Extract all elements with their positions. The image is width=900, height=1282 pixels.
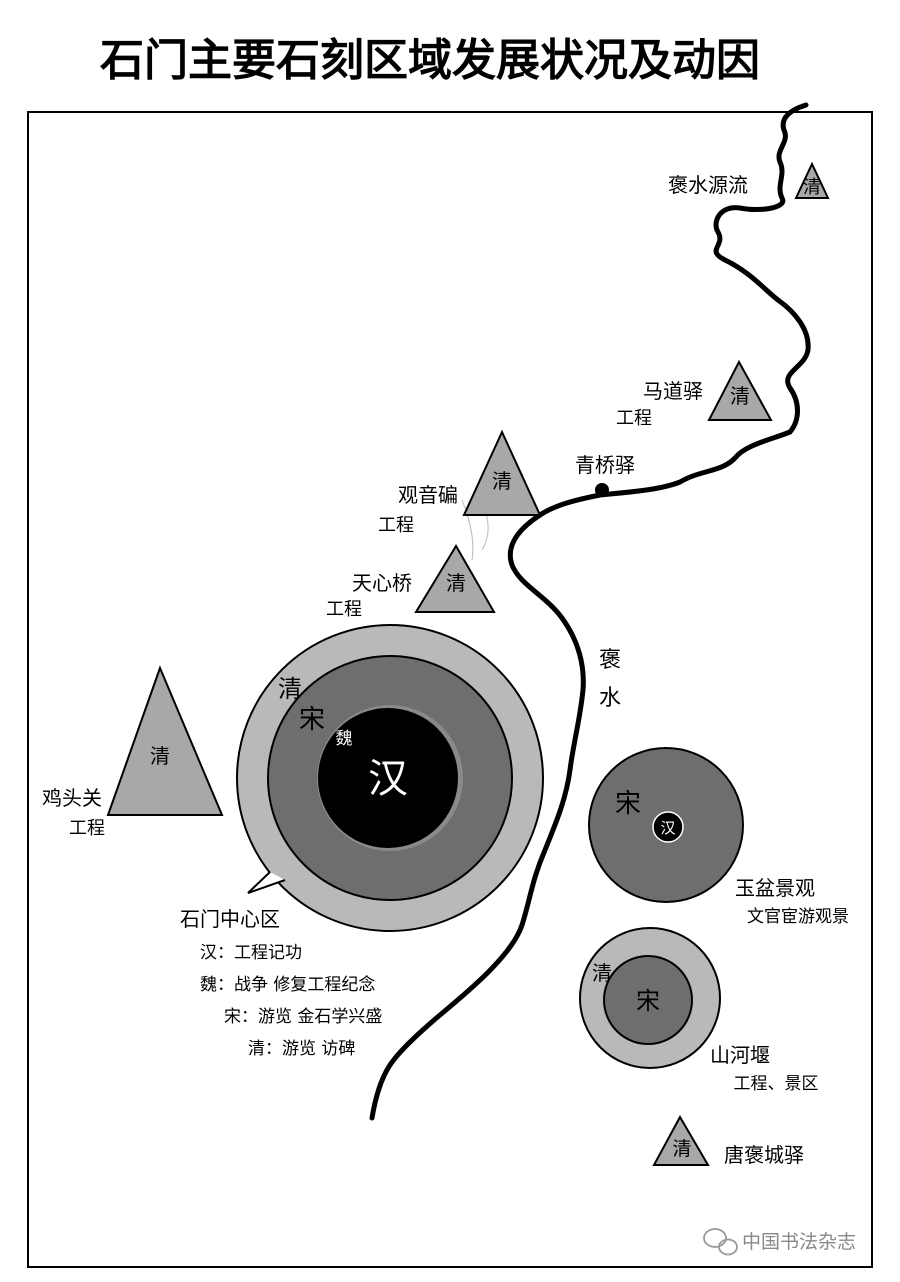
yupen-note: 文官宦游观景 xyxy=(747,907,849,927)
site-madao-era: 清 xyxy=(730,384,750,408)
center-area: 清 宋 魏 汉 xyxy=(236,624,544,932)
shanhe-name: 山河堰 xyxy=(710,1043,770,1067)
qingqiao-post-label: 青桥驿 xyxy=(575,453,635,477)
center-ring-qing-label: 清 xyxy=(278,675,302,703)
site-tianxin: 清 xyxy=(414,544,496,613)
guanyin-sketch-lines xyxy=(461,499,489,561)
center-core-label: 汉 xyxy=(368,756,408,802)
map-frame xyxy=(27,111,873,1268)
center-name: 石门中心区 xyxy=(180,907,280,931)
yupen-core-label: 汉 xyxy=(660,819,675,837)
site-tangbao-name: 唐褒城驿 xyxy=(724,1143,804,1167)
site-madao-name: 马道驿 xyxy=(643,379,703,403)
site-madao: 清 xyxy=(707,359,773,421)
center-legend-wei: 魏：战争 修复工程纪念 xyxy=(200,974,375,995)
wechat-icon xyxy=(703,1228,738,1256)
shanhe-ring-song xyxy=(603,955,693,1045)
center-callout-pointer xyxy=(247,871,286,894)
center-ring-wei-label: 魏 xyxy=(336,729,353,749)
site-baoshui-source-era: 清 xyxy=(803,177,821,198)
baoshui-source-label: 褒水源流 xyxy=(668,173,748,197)
qingqiao-post-marker xyxy=(595,483,609,497)
site-madao-note: 工程 xyxy=(616,408,652,429)
site-tianxin-note: 工程 xyxy=(326,599,362,620)
shanhe-note: 工程、景区 xyxy=(734,1074,819,1094)
site-jitou-era: 清 xyxy=(150,744,170,768)
center-core-han xyxy=(318,708,458,848)
site-jitou-note: 工程 xyxy=(69,818,105,839)
site-tianxin-era: 清 xyxy=(446,571,466,595)
yupen-ring-song-label: 宋 xyxy=(615,789,641,819)
baoshui-river xyxy=(369,102,811,1121)
diagram-title: 石门主要石刻区域发展状况及动因 xyxy=(100,35,760,86)
site-guanyin-era: 清 xyxy=(492,469,512,493)
site-guanyin-name: 观音碥 xyxy=(398,483,458,507)
river-name-char-2: 水 xyxy=(599,686,621,711)
site-baoshui-source: 清 xyxy=(794,161,830,199)
yupen-area: 宋 汉 xyxy=(588,747,744,903)
center-ring-song-label: 宋 xyxy=(299,705,325,735)
center-legend-song: 宋：游览 金石学兴盛 xyxy=(224,1007,382,1027)
site-guanyin-note: 工程 xyxy=(378,515,414,536)
center-legend-han: 汉：工程记功 xyxy=(200,943,302,963)
site-tianxin-name: 天心桥 xyxy=(352,571,412,595)
shanhe-ring-qing-label: 清 xyxy=(592,961,612,985)
river-name-char-1: 褒 xyxy=(599,648,621,673)
shanhe-ring-song-label: 宋 xyxy=(636,987,660,1015)
center-legend-qing: 清：游览 访碑 xyxy=(248,1039,355,1059)
watermark: 中国书法杂志 xyxy=(703,1228,856,1256)
site-tangbao: 清 xyxy=(652,1114,710,1166)
site-tangbao-era: 清 xyxy=(672,1138,691,1160)
yupen-core-han xyxy=(652,811,684,843)
site-guanyin: 清 xyxy=(462,429,542,516)
site-jitou: 清 xyxy=(106,665,224,816)
yupen-name: 玉盆景观 xyxy=(735,876,815,900)
watermark-text: 中国书法杂志 xyxy=(742,1231,856,1253)
shanhe-area: 清 宋 xyxy=(579,927,721,1069)
site-jitou-name: 鸡头关 xyxy=(42,786,102,810)
